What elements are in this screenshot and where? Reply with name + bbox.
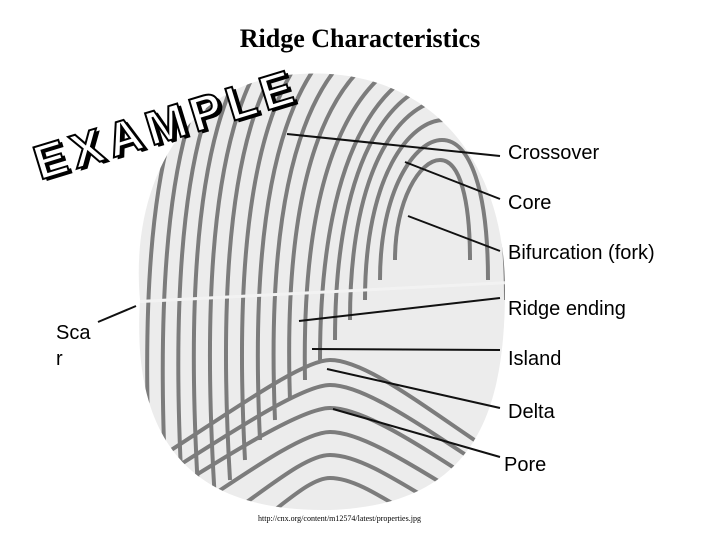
scar-leader-line [97,305,137,323]
label-crossover: Crossover [508,142,600,164]
crossover-leader-line [286,133,501,157]
source-url: http://cnx.org/content/m12574/latest/pro… [258,514,421,523]
label-pore: Pore [504,454,547,476]
delta-leader-line [326,368,501,409]
bifurcation-leader-line [407,215,501,252]
label-core: Core [508,192,552,214]
label-bifurcation: Bifurcation (fork) [508,242,655,264]
ridge-ending-leader-line [298,297,501,322]
label-scar: Sca r [56,322,91,370]
core-leader-line [404,161,501,200]
page-title: Ridge Characteristics [239,24,481,53]
label-delta: Delta [508,401,555,423]
pore-leader-line [332,408,501,458]
island-leader-line [311,348,501,351]
label-ridge-ending: Ridge ending [508,298,626,320]
label-island: Island [508,348,562,370]
